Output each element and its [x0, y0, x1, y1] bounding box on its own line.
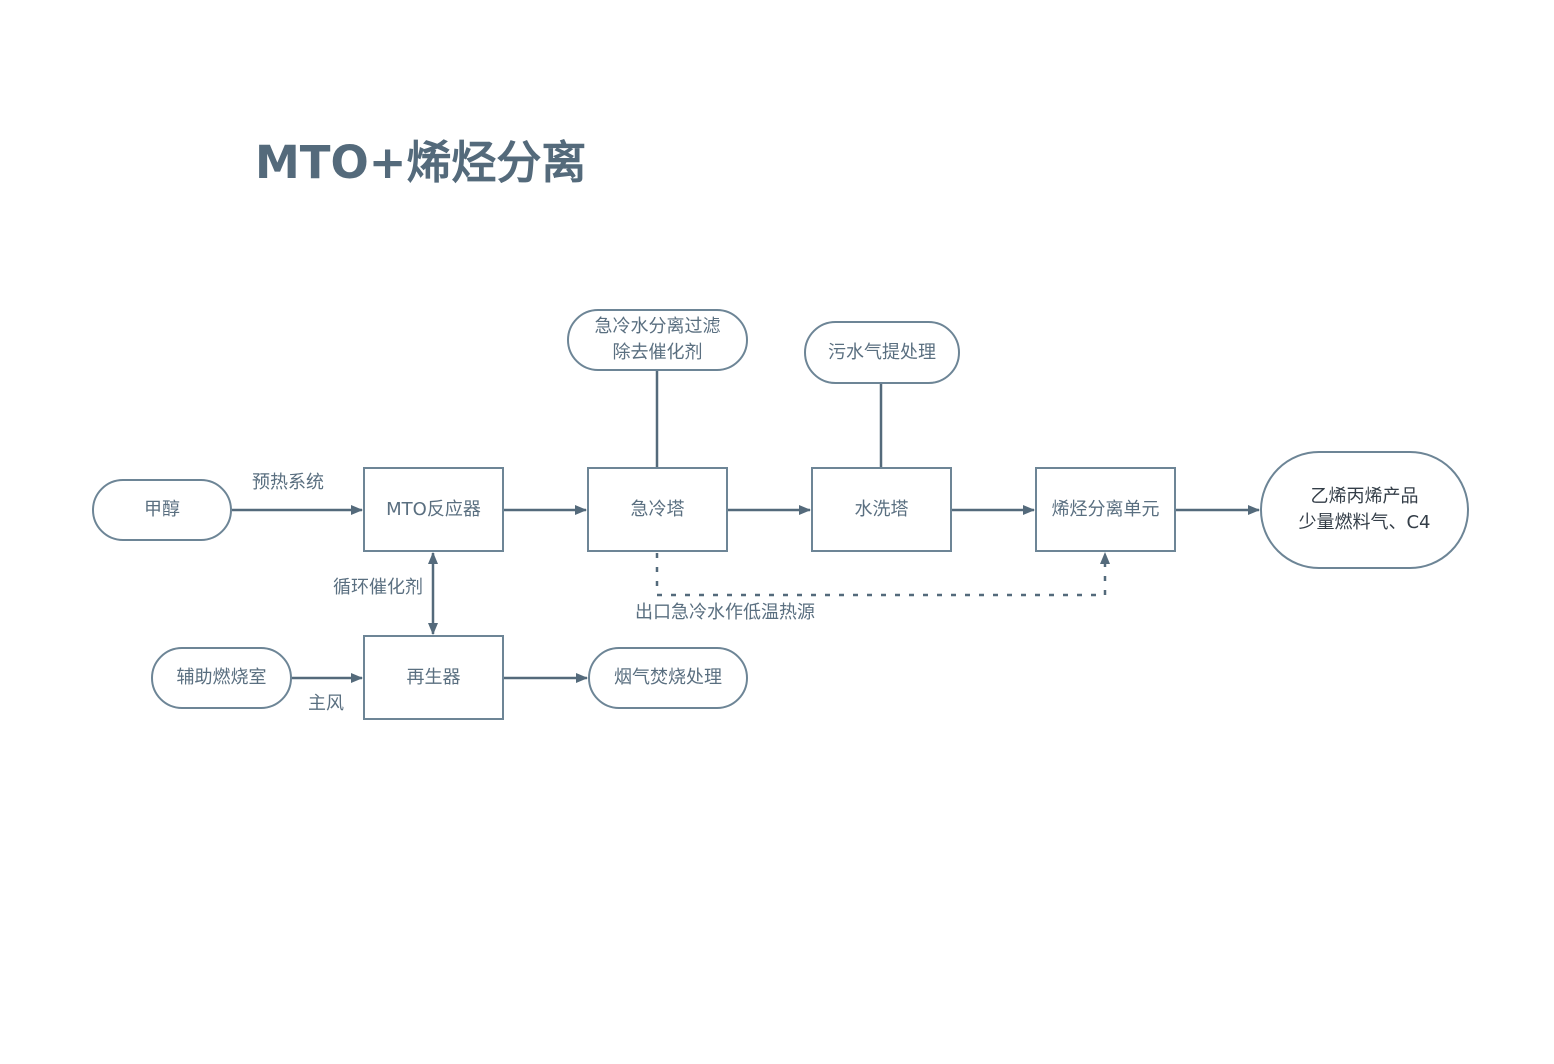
node-water-wash-tower: 水洗塔: [811, 467, 952, 552]
node-olefin-separation-unit: 烯烃分离单元: [1035, 467, 1176, 552]
node-methanol-label: 甲醇: [144, 499, 180, 520]
node-quench-water-filter-line1: 急冷水分离过滤: [594, 316, 721, 337]
node-water-wash-tower-label: 水洗塔: [854, 498, 909, 520]
node-flue-gas-incineration: 烟气焚烧处理: [588, 647, 748, 709]
label-circulating-catalyst: 循环催化剂: [333, 577, 423, 598]
node-regenerator-label: 再生器: [406, 666, 461, 688]
node-quench-tower-label: 急冷塔: [630, 498, 685, 520]
diagram-title: MTO+烯烃分离: [255, 136, 587, 189]
edge-quench-water-heat-source: [655, 552, 1110, 597]
node-quench-water-filter: 急冷水分离过滤 除去催化剂: [567, 309, 748, 371]
node-regenerator: 再生器: [363, 635, 504, 720]
node-mto-reactor-label: MTO反应器: [386, 498, 481, 520]
label-main-air: 主风: [308, 693, 344, 714]
node-methanol: 甲醇: [92, 479, 232, 541]
node-aux-combustion: 辅助燃烧室: [151, 647, 292, 709]
node-quench-water-filter-line2: 除去催化剂: [612, 342, 703, 363]
node-wastewater-stripping-label: 污水气提处理: [828, 341, 936, 363]
label-outlet-quench-water: 出口急冷水作低温热源: [635, 602, 815, 623]
node-products-line2: 少量燃料气、C4: [1298, 512, 1431, 533]
label-preheat-system: 预热系统: [252, 472, 324, 493]
node-products: 乙烯丙烯产品 少量燃料气、C4: [1260, 451, 1469, 569]
node-mto-reactor: MTO反应器: [363, 467, 504, 552]
node-quench-tower: 急冷塔: [587, 467, 728, 552]
node-wastewater-stripping: 污水气提处理: [804, 321, 960, 384]
node-flue-gas-incineration-label: 烟气焚烧处理: [614, 667, 722, 688]
node-aux-combustion-label: 辅助燃烧室: [176, 667, 267, 688]
node-products-line1: 乙烯丙烯产品: [1310, 486, 1419, 507]
node-olefin-separation-unit-label: 烯烃分离单元: [1051, 498, 1160, 520]
